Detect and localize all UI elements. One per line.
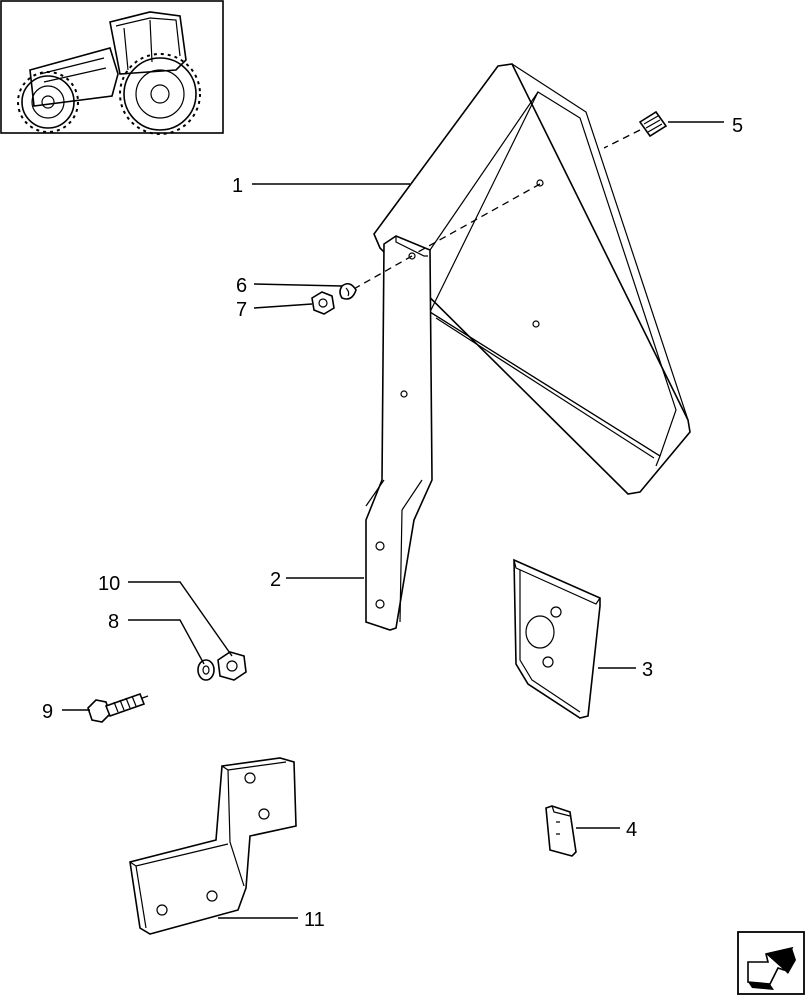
mounting-plate-part-3 bbox=[513, 558, 601, 719]
nut-part-10 bbox=[217, 651, 247, 681]
next-page-arrow-icon[interactable] bbox=[737, 931, 805, 995]
callout-8: 8 bbox=[108, 611, 119, 633]
callout-4: 4 bbox=[626, 819, 637, 841]
bent-bracket-part-11 bbox=[129, 757, 297, 935]
bolt-part-9 bbox=[87, 692, 146, 723]
washer-part-8 bbox=[197, 659, 215, 681]
callout-10: 10 bbox=[98, 573, 120, 595]
lock-washer-part-6 bbox=[339, 282, 357, 300]
callout-1: 1 bbox=[232, 175, 243, 197]
callout-3: 3 bbox=[642, 659, 653, 681]
mounting-bracket-arm bbox=[365, 235, 433, 631]
callout-2: 2 bbox=[270, 569, 281, 591]
slow-moving-vehicle-triangle bbox=[373, 63, 691, 495]
screw-part-5 bbox=[638, 110, 668, 138]
callout-5: 5 bbox=[732, 115, 743, 137]
callout-6: 6 bbox=[236, 275, 247, 297]
nut-part-7 bbox=[311, 291, 335, 315]
callout-7: 7 bbox=[236, 299, 247, 321]
leader-lines bbox=[62, 121, 724, 919]
clip-part-4 bbox=[545, 805, 577, 857]
tractor-thumbnail-icon bbox=[0, 0, 224, 135]
callout-11: 11 bbox=[304, 909, 325, 931]
callout-9: 9 bbox=[42, 701, 53, 723]
